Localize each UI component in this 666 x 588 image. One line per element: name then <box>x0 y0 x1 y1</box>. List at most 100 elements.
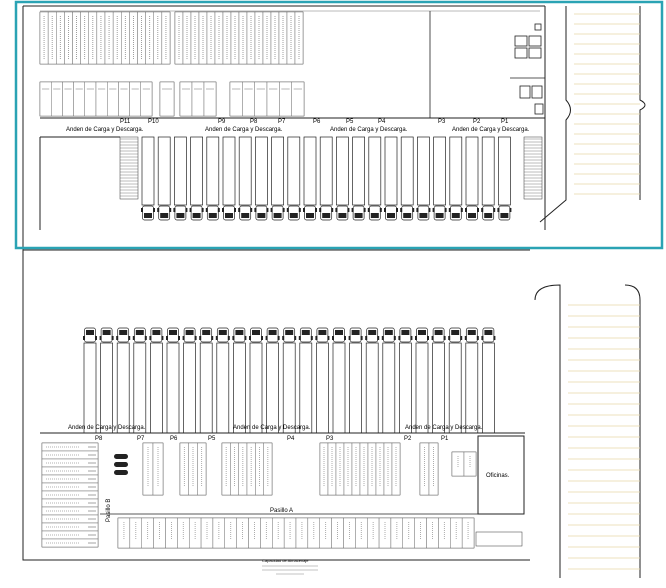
truck <box>141 136 155 221</box>
truck-wheel <box>398 336 401 340</box>
truck-trailer <box>266 342 279 434</box>
truck <box>481 327 496 434</box>
truck-wheel <box>232 336 235 340</box>
truck <box>238 136 253 221</box>
truck-windshield <box>468 213 476 218</box>
truck-windshield <box>419 213 428 218</box>
truck-wheel <box>493 336 496 340</box>
door-label-top: P6 <box>313 119 321 125</box>
truck-trailer <box>174 136 187 206</box>
truck <box>398 327 413 434</box>
truck-wheel <box>234 208 236 212</box>
rack-cell <box>279 81 292 117</box>
top-ramp-steps <box>120 138 542 197</box>
truck-windshield <box>301 330 310 335</box>
truck-wheel <box>410 336 413 340</box>
top-door-labels: P11 P10 P9 P8 P7 P6 P5 P4 P3 P2 P1 <box>120 119 509 125</box>
truck-trailer <box>432 342 445 434</box>
top-ramp-left <box>119 136 139 200</box>
truck-windshield <box>484 330 493 335</box>
truck-windshield <box>451 213 460 218</box>
truck-wheel <box>444 208 447 212</box>
bottom-row-cells <box>117 517 475 549</box>
top-ramp-right <box>523 136 543 200</box>
bottom-dock-labels: Anden de Carga y Descarga. Anden de Carg… <box>68 425 483 431</box>
truck-wheel <box>319 208 322 212</box>
truck-windshield <box>403 213 412 218</box>
truck-wheel <box>443 336 446 340</box>
bottom-left-cells <box>41 442 99 548</box>
door-label-bottom: P7 <box>137 436 145 442</box>
dock-label-top-left: Anden de Carga y Descarga. <box>66 127 144 133</box>
roll-icon <box>114 470 128 475</box>
truck-windshield <box>435 213 444 218</box>
truck-windshield <box>370 213 379 218</box>
door-label-top: P7 <box>278 119 286 125</box>
capacity-notes <box>262 565 318 575</box>
aisle-b-label: Pasillo B <box>106 499 112 522</box>
truck-wheel <box>360 336 363 340</box>
truck-wheel <box>244 336 247 340</box>
dock-label-bottom-mid: Anden de Carga y Descarga. <box>233 425 311 431</box>
truck-wheel <box>460 208 463 212</box>
truck <box>205 136 220 221</box>
truck-wheel <box>315 336 318 340</box>
truck-wheel <box>477 208 479 212</box>
rack-cell <box>73 81 85 117</box>
dock-label-top-mid: Anden de Carga y Descarga. <box>205 127 283 133</box>
truck-wheel <box>266 208 269 212</box>
truck-trailer <box>116 342 130 434</box>
truck-trailer <box>382 342 396 434</box>
truck-wheel <box>282 336 285 340</box>
truck-wheel <box>111 336 114 340</box>
truck-wheel <box>199 336 202 340</box>
truck-windshield <box>285 330 294 335</box>
rack-cell <box>229 81 243 117</box>
truck-wheel <box>282 208 285 212</box>
truck-wheel <box>194 336 197 340</box>
truck-trailer <box>238 136 252 206</box>
truck <box>481 136 496 221</box>
bottom-mid-cells <box>142 442 477 496</box>
top-dock-labels: Anden de Carga y Descarga. Anden de Carg… <box>66 127 530 133</box>
truck-wheel <box>99 336 102 340</box>
truck-wheel <box>265 336 268 340</box>
rack-cell <box>140 81 153 117</box>
door-label-top: P5 <box>346 119 354 125</box>
truck <box>282 327 297 434</box>
dock-label-bottom-left: Anden de Carga y Descarga. <box>68 425 146 431</box>
truck <box>265 327 280 434</box>
truck <box>116 327 131 434</box>
truck-wheel <box>365 336 368 340</box>
truck-trailer <box>448 342 462 434</box>
truck <box>83 327 97 434</box>
truck-wheel <box>116 336 119 340</box>
top-trucks <box>141 136 512 221</box>
truck-windshield <box>202 330 211 335</box>
rack-cell <box>39 81 52 117</box>
truck-wheel <box>166 336 168 340</box>
truck-wheel <box>464 336 467 340</box>
truck-wheel <box>367 208 370 212</box>
truck-windshield <box>135 330 144 335</box>
truck-wheel <box>277 336 280 340</box>
truck <box>298 327 313 434</box>
top-lower-cells <box>39 81 305 117</box>
truck <box>448 136 463 221</box>
truck-wheel <box>141 208 143 212</box>
truck-wheel <box>448 208 451 212</box>
truck-wheel <box>149 336 152 340</box>
rack-cell <box>254 81 268 117</box>
truck-windshield <box>338 213 347 218</box>
truck-wheel <box>335 208 338 212</box>
truck <box>199 327 214 434</box>
truck-wheel <box>493 208 496 212</box>
truck-trailer <box>249 342 263 434</box>
truck-wheel <box>157 208 160 212</box>
truck <box>415 327 429 434</box>
truck-trailer <box>399 342 412 434</box>
highlight-selection-frame[interactable] <box>14 0 664 250</box>
rack-cell <box>84 81 97 117</box>
truck <box>335 136 350 221</box>
rack-cell <box>266 81 280 117</box>
